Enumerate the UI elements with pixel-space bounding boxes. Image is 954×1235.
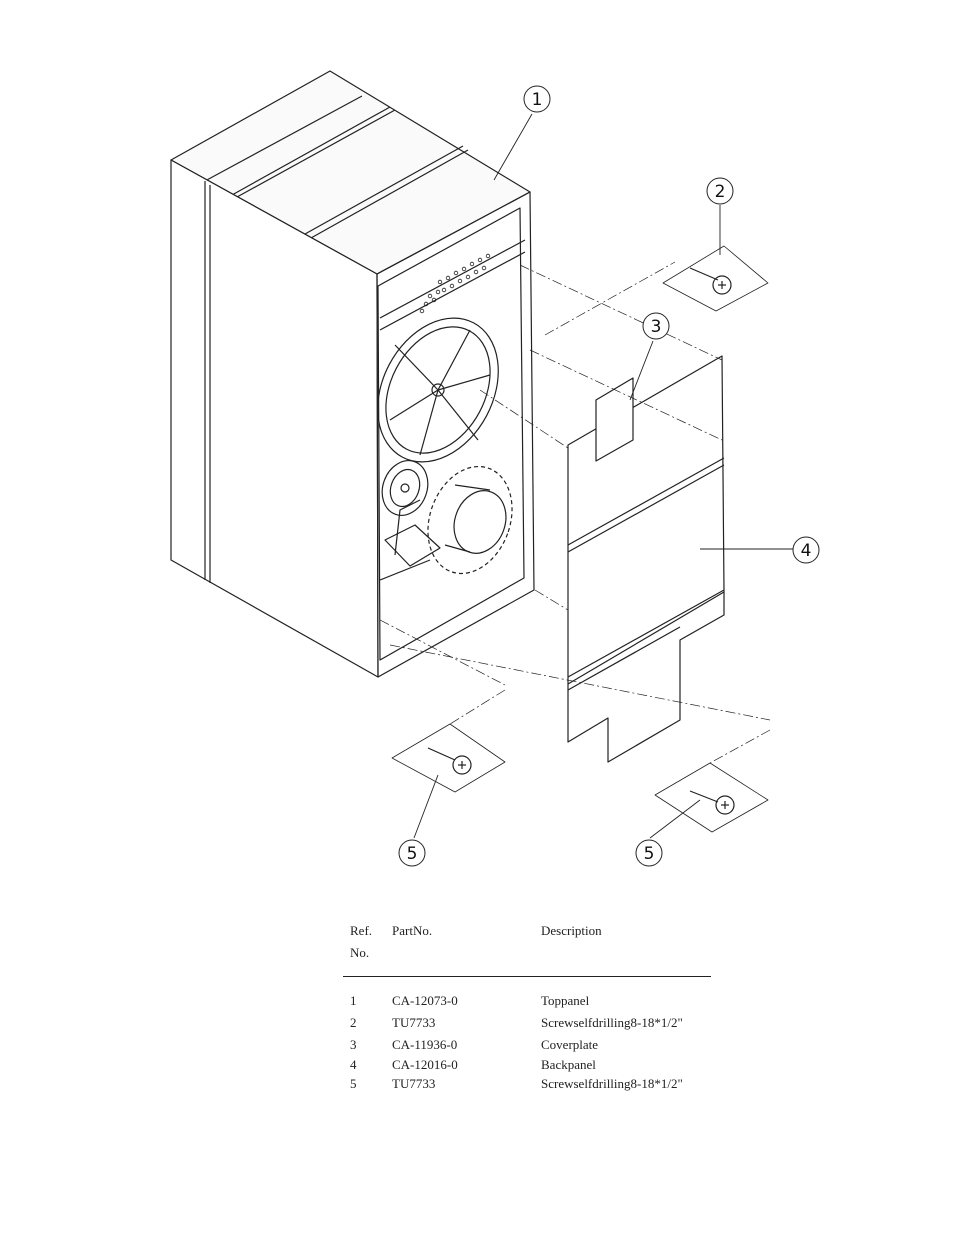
exploded-parts-drawing: 1 2 3 4 5 5 (170, 70, 820, 867)
row-description: Screwselfdrilling8-18*1/2" (541, 1076, 683, 1091)
table-row: 2 TU7733 Screwselfdrilling8-18*1/2" (343, 1012, 713, 1034)
cover-plate (595, 377, 634, 462)
header-part-no: PartNo. (392, 923, 433, 938)
large-pulley (377, 317, 499, 463)
header-ref-no: No. (350, 945, 370, 960)
svg-text:2: 2 (715, 182, 726, 202)
table-row: 4 CA-12016-0 Backpanel (343, 1054, 713, 1073)
cabinet (170, 70, 535, 678)
table-row: 5 TU7733 Screwselfdrilling8-18*1/2" (343, 1073, 713, 1094)
row-ref: 5 (350, 1076, 357, 1091)
svg-text:5: 5 (407, 844, 418, 864)
parts-table-header: Ref. No. PartNo. Description (343, 920, 713, 976)
row-description: Coverplate (541, 1037, 599, 1052)
screw-detail-box-5a (391, 723, 506, 793)
svg-text:5: 5 (644, 844, 655, 864)
callout-5-left: 5 (398, 839, 426, 867)
row-part-no: CA-12016-0 (392, 1057, 458, 1072)
svg-text:4: 4 (801, 541, 812, 561)
table-row: 3 CA-11936-0 Coverplate (343, 1034, 713, 1054)
small-pulley (381, 460, 429, 516)
header-ref: Ref. (350, 923, 373, 938)
row-ref: 1 (350, 993, 357, 1008)
callout-3: 3 (642, 312, 670, 340)
row-part-no: CA-11936-0 (392, 1037, 458, 1052)
row-description: Backpanel (541, 1057, 596, 1072)
row-part-no: CA-12073-0 (392, 993, 458, 1008)
parts-table: Ref. No. PartNo. Description 1 CA-12073-… (343, 920, 713, 1091)
table-row: 1 CA-12073-0 Toppanel (343, 990, 713, 1012)
leader-lines (413, 113, 793, 839)
header-description: Description (541, 923, 602, 938)
callout-4: 4 (792, 536, 820, 564)
row-part-no: TU7733 (392, 1076, 436, 1091)
callout-1: 1 (523, 85, 551, 113)
motor-mount (379, 499, 441, 581)
row-part-no: TU7733 (392, 1015, 436, 1030)
callout-2: 2 (706, 177, 734, 205)
callout-5-right: 5 (635, 839, 663, 867)
motor (427, 465, 513, 575)
row-ref: 3 (350, 1037, 357, 1052)
svg-text:1: 1 (532, 90, 543, 110)
vent-holes (419, 253, 491, 314)
back-panel (567, 355, 725, 763)
screw-detail-box-2 (662, 245, 769, 312)
row-description: Toppanel (541, 993, 590, 1008)
assembly-lines (379, 261, 771, 764)
row-ref: 2 (350, 1015, 357, 1030)
header-divider (343, 976, 711, 977)
row-ref: 4 (350, 1057, 357, 1072)
row-description: Screwselfdrilling8-18*1/2" (541, 1015, 683, 1030)
svg-text:3: 3 (651, 317, 662, 337)
screw-detail-box-5b (654, 762, 769, 833)
